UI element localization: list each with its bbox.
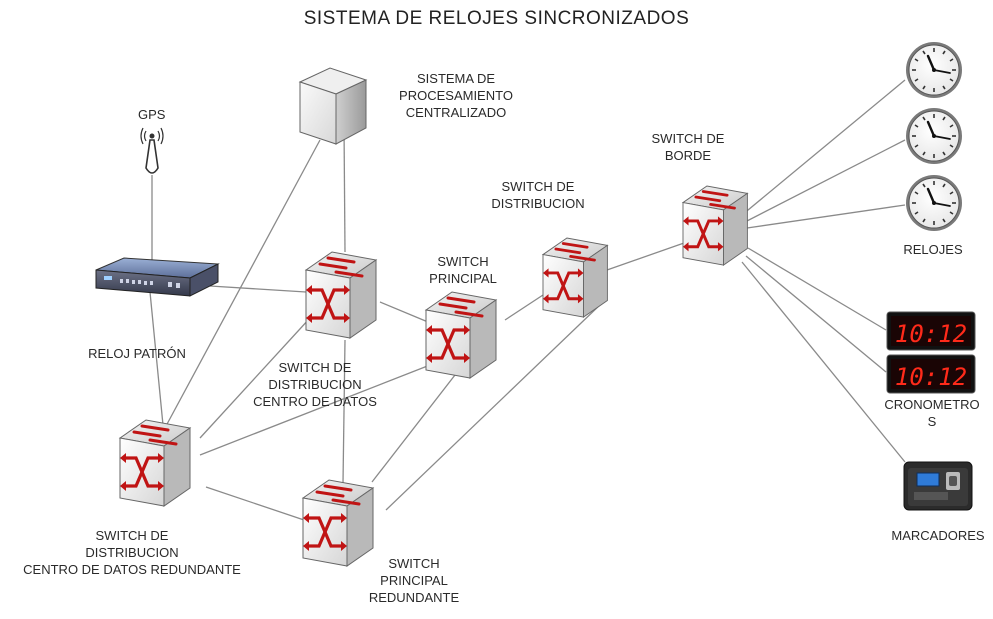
wall-clock-icon [904, 40, 964, 100]
label-cronometros: CRONOMETRO S [884, 397, 980, 429]
label-reloj-patron: RELOJ PATRÓN [88, 346, 186, 361]
svg-text:10:12: 10:12 [895, 363, 967, 391]
link-sistema-switchdcr [165, 139, 321, 427]
link-borde-crono2 [745, 255, 887, 373]
link-principal-principalr [371, 374, 456, 483]
label-sistema-procesamiento: SISTEMA DE PROCESAMIENTO CENTRALIZADO [399, 71, 513, 120]
link-borde-crono1 [747, 247, 887, 331]
link-switchdc-switchdcr [199, 317, 311, 439]
link-reloj-switchdc [209, 285, 307, 293]
label-marcadores: MARCADORES [891, 528, 985, 543]
connection-lines [149, 79, 906, 521]
link-switchdc-principal [379, 301, 429, 323]
switch-distribucion-icon [541, 236, 609, 319]
link-borde-reloj1 [741, 79, 906, 216]
switch-distribucion-centro-datos-icon [304, 250, 378, 340]
wall-clock-icon [904, 106, 964, 166]
label-switch-principal-redundante: SWITCH PRINCIPAL REDUNDANTE [368, 556, 460, 605]
label-switch-distribucion-centro-datos: SWITCH DE DISTRIBUCION CENTRO DE DATOS [253, 360, 377, 409]
link-borde-reloj3 [746, 204, 906, 229]
link-principal-distribucion [504, 294, 544, 321]
link-principal-switchdcr [199, 364, 431, 456]
link-sistema-switchdc [343, 124, 346, 253]
label-relojes: RELOJES [903, 242, 963, 257]
link-borde-marcador [741, 261, 906, 463]
chronometer-display-1: 10:12 [886, 311, 976, 351]
label-gps: GPS [138, 107, 166, 122]
svg-text:10:12: 10:12 [895, 320, 967, 348]
diagram-title: SISTEMA DE RELOJES SINCRONIZADOS [303, 8, 690, 29]
label-switch-distribucion: SWITCH DE DISTRIBUCION [491, 179, 585, 211]
label-switch-borde: SWITCH DE BORDE [651, 131, 725, 163]
switch-distribucion-redundante-icon [118, 418, 192, 508]
gps-antenna-icon [140, 127, 164, 174]
link-distribucion-borde [606, 242, 685, 271]
switch-borde-icon [681, 184, 749, 267]
switch-principal-icon [424, 290, 498, 380]
label-switch-distribucion-redundante: SWITCH DE DISTRIBUCION CENTRO DE DATOS R… [23, 528, 241, 577]
label-switch-principal: SWITCH PRINCIPAL [429, 254, 497, 286]
chronometer-display-2: 10:12 [886, 354, 976, 394]
master-clock-rack-icon [95, 257, 220, 297]
wall-clock-icon [904, 173, 964, 233]
link-switchdc-principalr [342, 339, 346, 484]
time-attendance-terminal-icon [903, 461, 973, 511]
link-reloj-switchdcr [149, 291, 164, 426]
link-switchdcr-principalr [205, 486, 305, 521]
link-borde-reloj2 [744, 139, 906, 223]
server-box-icon [298, 67, 368, 145]
switch-principal-redundante-icon [301, 478, 375, 568]
link-distribucion-principalr [385, 301, 604, 511]
